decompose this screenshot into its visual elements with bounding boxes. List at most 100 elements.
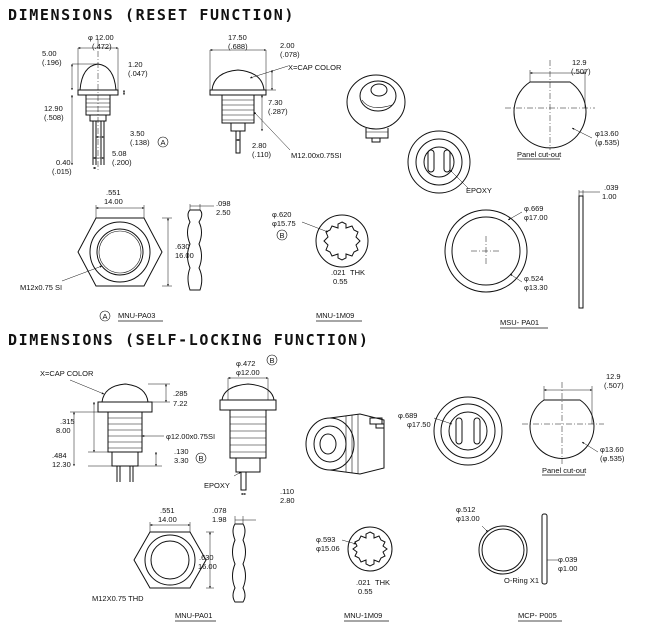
lock-cutout-dim-2-in: (φ.535) [600, 454, 625, 463]
lock-oring-label: O-Ring X1 [504, 576, 539, 585]
reset-side-dim-4: 12.90 [44, 104, 63, 113]
reset-nut-thread: M12x0.75 SI [20, 283, 62, 292]
lock-oring-thk-in: φ.039 [558, 555, 577, 564]
lock-cutout-label: Panel cut-out [542, 466, 587, 475]
reset-profile-dim-1: 17.50 [228, 33, 247, 42]
reset-profile-dim-2: 2.00 [280, 41, 295, 50]
reset-seal-outer-in: φ.669 [524, 204, 543, 213]
lock-washer-thk-mm: 0.55 [358, 587, 373, 596]
reset-side-view [71, 40, 125, 170]
lock-washer-thk-word: THK [375, 578, 390, 587]
lock-profile-dim-2-mm: 2.80 [280, 496, 295, 505]
lock-nut-thk-in: .078 [212, 506, 227, 515]
reset-epoxy-label: EPOXY [466, 186, 492, 195]
reset-side-dim-7-in: (.015) [52, 167, 72, 176]
reset-cutout-dim-2-in: (φ.535) [595, 138, 620, 147]
reset-side-dim-2-in: (.196) [42, 58, 62, 67]
lock-washer-dia-in: φ.593 [316, 535, 335, 544]
reset-nut-height-mm: 16.00 [175, 251, 194, 260]
reset-nut-side-profile [187, 204, 214, 291]
lock-nut-height-in: .630 [199, 553, 214, 562]
reset-washer-dia-mm: φ15.75 [272, 219, 296, 228]
reset-side-dim-4-in: (.508) [44, 113, 64, 122]
lock-oring-thk-mm: φ1.00 [558, 564, 577, 573]
reset-side-dim-1-in: (.472) [92, 42, 112, 51]
reset-seal-thk-mm: 1.00 [602, 192, 617, 201]
lock-side-thread: φ12.00x0.75SI [166, 432, 215, 441]
reset-washer-drawing [301, 214, 369, 268]
lock-nut-width-in: .551 [160, 506, 175, 515]
lock-profile-epoxy: EPOXY [204, 481, 230, 490]
lock-side-dim-1-in: .285 [173, 389, 188, 398]
lock-top-dia-mm: φ17.50 [407, 420, 431, 429]
reset-profile-cap-note: X=CAP COLOR [288, 63, 342, 72]
reset-nut-width-in: .551 [106, 188, 121, 197]
reset-seal-drawing [444, 190, 600, 309]
lock-nut-thread: M12X0.75 THD [92, 594, 144, 603]
lock-side-dim-3-mm: 12.30 [52, 460, 71, 469]
reset-nut-mark: A [103, 312, 108, 321]
lock-profile-dim-1-mm: φ12.00 [236, 368, 260, 377]
lock-side-view [69, 379, 170, 482]
lock-nut-part: MNU-PA01 [175, 611, 212, 620]
reset-epoxy-bottom-view [407, 130, 471, 194]
lock-washer-drawing [341, 526, 393, 572]
title-reset-function: DIMENSIONS (RESET FUNCTION) [8, 6, 295, 24]
reset-washer-mark-circle [276, 229, 288, 241]
lock-nut-side-profile [232, 516, 256, 603]
reset-profile-dim-2-in: (.078) [280, 50, 300, 59]
reset-seal-part: MSU- PA01 [500, 318, 539, 327]
reset-side-dim-2: 5.00 [42, 49, 57, 58]
reset-side-dim-6-in: (.200) [112, 158, 132, 167]
lock-washer-thk-in: .021 [356, 578, 371, 587]
lock-side-mark-b: B [199, 454, 204, 463]
reset-profile-view [209, 49, 291, 154]
reset-profile-thread: M12.00x0.75SI [291, 151, 341, 160]
lock-oring-dia-mm: φ13.00 [456, 514, 480, 523]
lock-side-dim-4-in: .130 [174, 447, 189, 456]
lock-profile-dim-2-in: .110 [280, 487, 294, 496]
reset-seal-inner-in: φ.524 [524, 274, 543, 283]
title-self-locking-function: DIMENSIONS (SELF-LOCKING FUNCTION) [8, 331, 369, 349]
reset-profile-dim-1-in: (.688) [228, 42, 248, 51]
lock-oring-drawing [478, 513, 558, 585]
lock-side-dim-1-mm: 7.22 [173, 399, 188, 408]
reset-seal-outer-mm: φ17.00 [524, 213, 548, 222]
reset-side-dim-5: 3.50 [130, 129, 145, 138]
lock-nut-height-mm: 16.00 [198, 562, 217, 571]
reset-profile-dim-3-in: (.287) [268, 107, 288, 116]
reset-nut-drawing [61, 205, 172, 287]
reset-nut-thk-mm: 2.50 [216, 208, 231, 217]
reset-profile-dim-4-in: (.110) [252, 150, 272, 159]
lock-nut-drawing [133, 522, 214, 589]
lock-oring-dia-in: φ.512 [456, 505, 475, 514]
lock-washer-part: MNU-1M09 [344, 611, 382, 620]
lock-nut-width-mm: 14.00 [158, 515, 177, 524]
reset-washer-thk-word: THK [350, 268, 365, 277]
reset-cutout-dim-1-in: (.507) [571, 67, 591, 76]
lock-top-dia-in: φ.689 [398, 411, 417, 420]
reset-profile-dim-4: 2.80 [252, 141, 267, 150]
reset-cutout-dim-2: φ13.60 [595, 129, 619, 138]
lock-button-perspective [305, 413, 385, 475]
reset-nut-part: MNU-PA03 [118, 311, 155, 320]
reset-cutout-dim-1: 12.9 [572, 58, 587, 67]
reset-side-dim-1: φ 12.00 [88, 33, 114, 42]
lock-side-mark-b-circle [195, 452, 207, 464]
reset-panel-cutout [505, 60, 595, 150]
reset-cutout-label: Panel cut-out [517, 150, 562, 159]
lock-side-cap-note: X=CAP COLOR [40, 369, 94, 378]
lock-side-dim-2-in: .315 [60, 417, 75, 426]
reset-side-mark-a-circle [157, 136, 169, 148]
lock-cutout-dim-1-in: (.507) [604, 381, 624, 390]
lock-profile-mark-b: B [270, 356, 275, 365]
lock-nut-thk-mm: 1.98 [212, 515, 227, 524]
reset-profile-dim-3: 7.30 [268, 98, 283, 107]
reset-side-dim-5-in: (.138) [130, 138, 150, 147]
reset-side-dim-3: 1.20 [128, 60, 143, 69]
lock-top-view [433, 396, 503, 466]
lock-profile-view [219, 377, 277, 495]
lock-side-dim-2-mm: 8.00 [56, 426, 71, 435]
lock-oring-part: MCP- P005 [518, 611, 557, 620]
